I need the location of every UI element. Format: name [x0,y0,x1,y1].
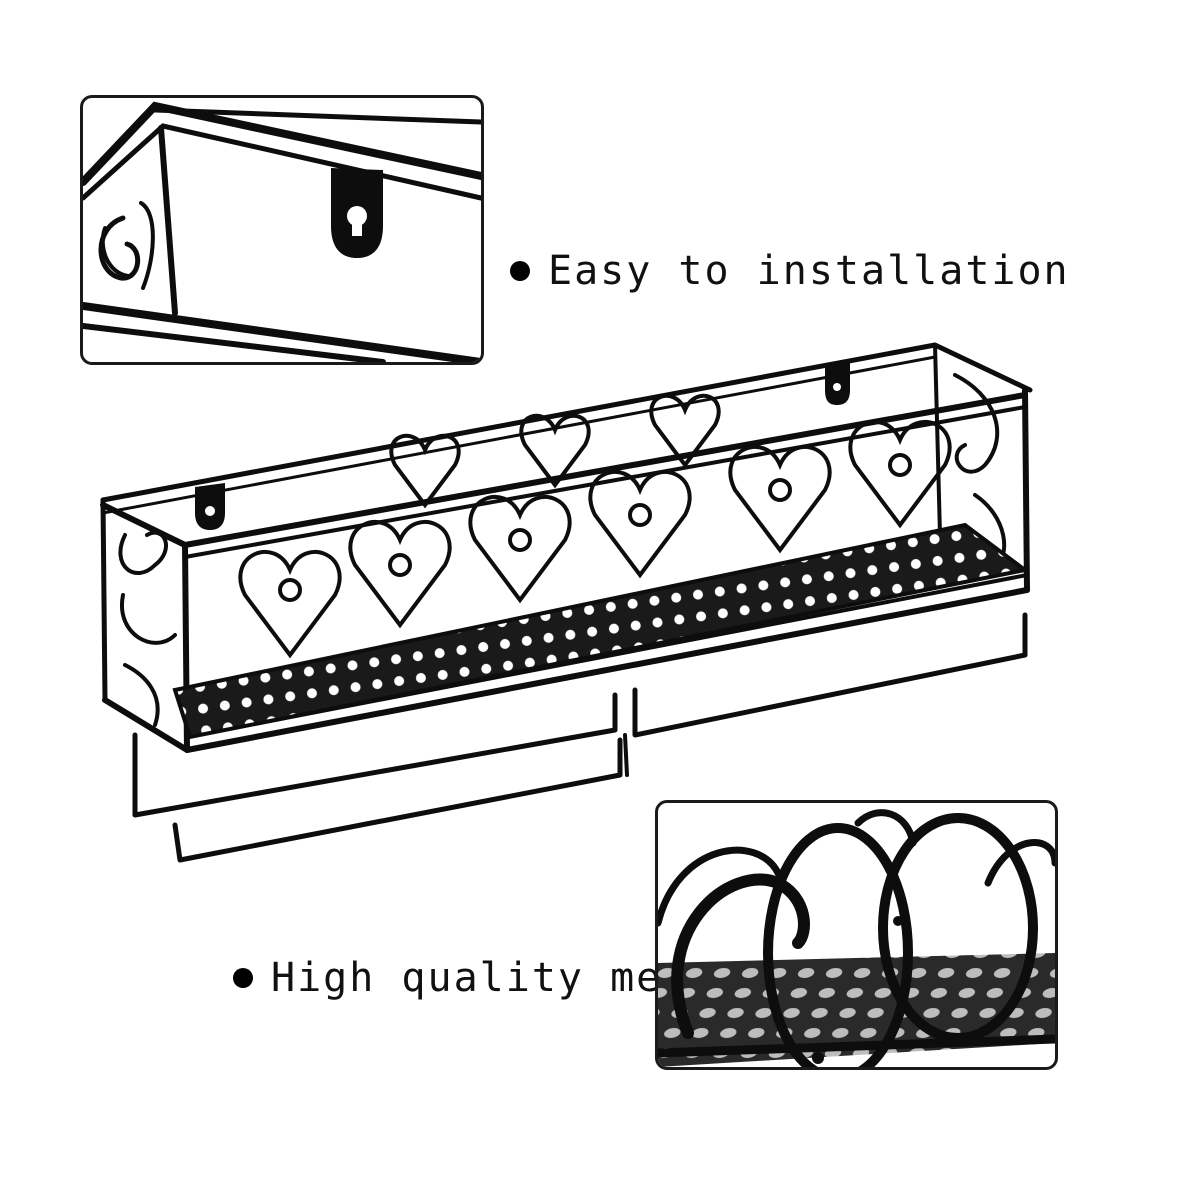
installation-closeup-inset [80,95,484,365]
feature-label: Easy to installation [548,248,1070,294]
metal-closeup-inset [655,800,1058,1070]
metal-scroll-closeup-image [658,809,1055,1067]
bullet-dot-icon [510,261,530,281]
wire-basket-rack-illustration [100,342,1033,863]
product-image [95,335,1040,865]
bullet-dot-icon [233,968,253,988]
feature-easy-installation: Easy to installation [510,248,1070,294]
keyhole-hanger-closeup-image [83,101,481,362]
